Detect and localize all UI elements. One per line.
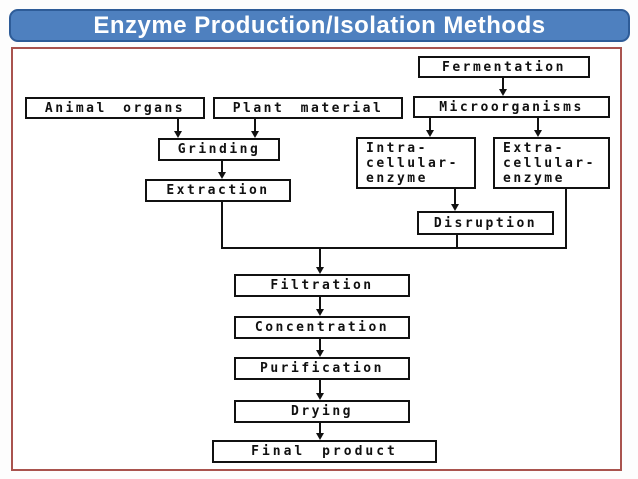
node-plant-material: Plant material [213,97,403,119]
arrow-purification-to-drying [315,380,324,400]
line-junction-horizontal [221,247,567,249]
arrow-microorganisms-to-intra-enzyme [425,118,434,137]
arrow-junction-to-filtration [315,249,324,274]
node-intra-cellular-enzyme: Intra- cellular- enzyme [356,137,476,189]
node-final-product: Final product [212,440,437,463]
node-extra-cellular-enzyme: Extra- cellular- enzyme [493,137,610,189]
node-grinding: Grinding [158,138,280,161]
node-animal-organs: Animal organs [25,97,205,119]
arrow-grinding-to-extraction [217,161,226,179]
page-title: Enzyme Production/Isolation Methods [93,11,546,39]
arrow-intra-enzyme-to-disruption [450,189,459,211]
node-concentration: Concentration [234,316,410,339]
arrow-animal-organs-to-grinding [173,119,182,138]
node-fermentation: Fermentation [418,56,590,78]
line-extraction-down [221,202,223,249]
title-banner: Enzyme Production/Isolation Methods [9,9,630,42]
line-disruption-down [456,235,458,249]
line-extra-enzyme-down [565,189,567,249]
node-extraction: Extraction [145,179,291,202]
arrow-drying-to-final-product [315,423,324,440]
arrow-microorganisms-to-extra-enzyme [533,118,542,137]
node-drying: Drying [234,400,410,423]
node-microorganisms: Microorganisms [413,96,610,118]
arrow-filtration-to-concentration [315,297,324,316]
arrow-fermentation-to-microorganisms [498,74,507,96]
arrow-concentration-to-purification [315,339,324,357]
node-filtration: Filtration [234,274,410,297]
arrow-plant-material-to-grinding [250,119,259,138]
node-purification: Purification [234,357,410,380]
node-disruption: Disruption [417,211,554,235]
